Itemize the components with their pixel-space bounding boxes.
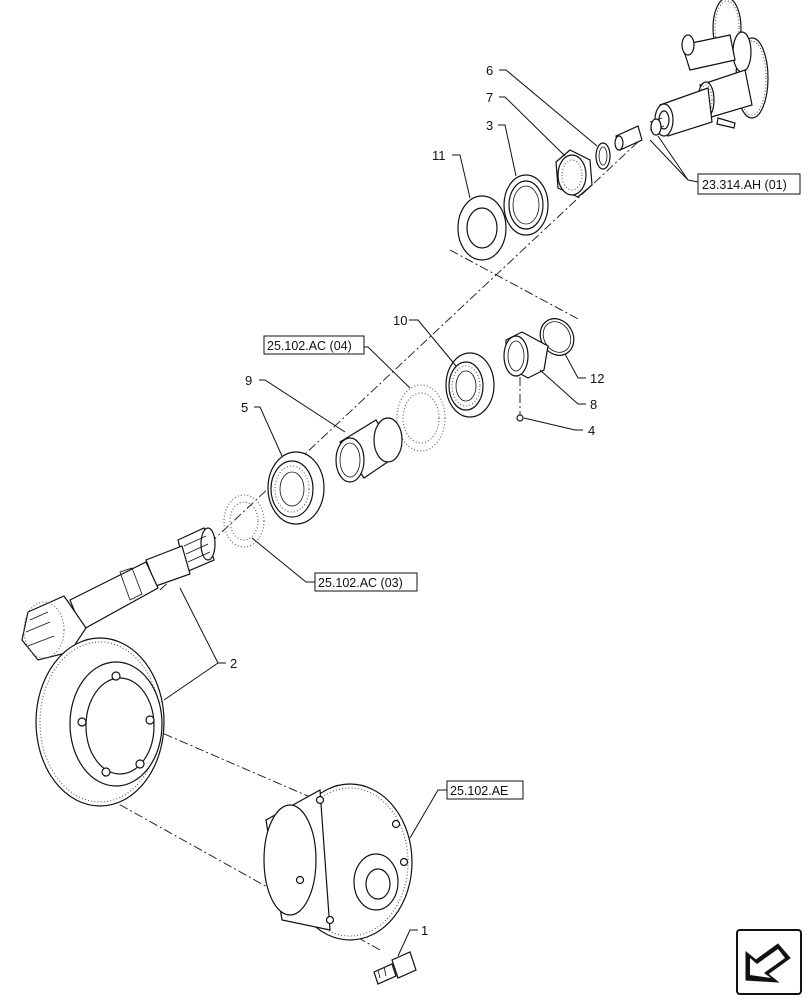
shim-upper <box>396 384 446 452</box>
differential-housing <box>263 783 413 941</box>
reference-25-102-ac-04[interactable]: 25.102.AC (04) <box>263 335 365 355</box>
next-page-arrow-icon[interactable] <box>736 929 802 995</box>
sleeve <box>335 417 403 483</box>
callout-6: 6 <box>486 63 493 78</box>
shim-lower <box>223 494 265 548</box>
bearing-cup <box>503 174 549 236</box>
pinion-shaft <box>21 527 216 661</box>
reference-label: 25.102.AC (03) <box>318 576 403 590</box>
hex-bolt <box>373 951 417 985</box>
ball <box>516 414 524 422</box>
callout-7: 7 <box>486 90 493 105</box>
leader-lines <box>163 69 699 957</box>
reference-label: 23.314.AH (01) <box>702 178 787 192</box>
spacer-washer <box>457 195 507 261</box>
reference-23-314-ah-01[interactable]: 23.314.AH (01) <box>697 173 801 195</box>
callout-9: 9 <box>245 373 252 388</box>
ring-gear <box>35 637 165 807</box>
ball-bearing-lower <box>267 451 325 525</box>
reference-25-102-ac-03[interactable]: 25.102.AC (03) <box>314 572 418 592</box>
reference-label: 25.102.AC (04) <box>267 339 352 353</box>
callout-3: 3 <box>486 118 493 133</box>
reference-label: 25.102.AE <box>450 784 508 798</box>
callout-11: 11 <box>432 148 446 163</box>
callout-1: 1 <box>421 923 428 938</box>
callout-10: 10 <box>393 313 407 328</box>
shaft-pin <box>614 125 643 151</box>
callout-5: 5 <box>241 400 248 415</box>
callout-4: 4 <box>588 423 595 438</box>
gear-shaft-assembly <box>649 0 769 137</box>
callout-12: 12 <box>590 371 604 386</box>
callout-2: 2 <box>230 656 237 671</box>
ball-bearing-upper <box>445 352 495 418</box>
lock-nut <box>555 149 593 198</box>
part-callouts: 6 7 3 11 10 9 5 12 8 4 2 1 <box>230 63 604 938</box>
snap-ring <box>595 142 611 170</box>
bushing <box>503 331 549 379</box>
reference-25-102-ae[interactable]: 25.102.AE <box>446 780 524 800</box>
callout-8: 8 <box>590 397 597 412</box>
